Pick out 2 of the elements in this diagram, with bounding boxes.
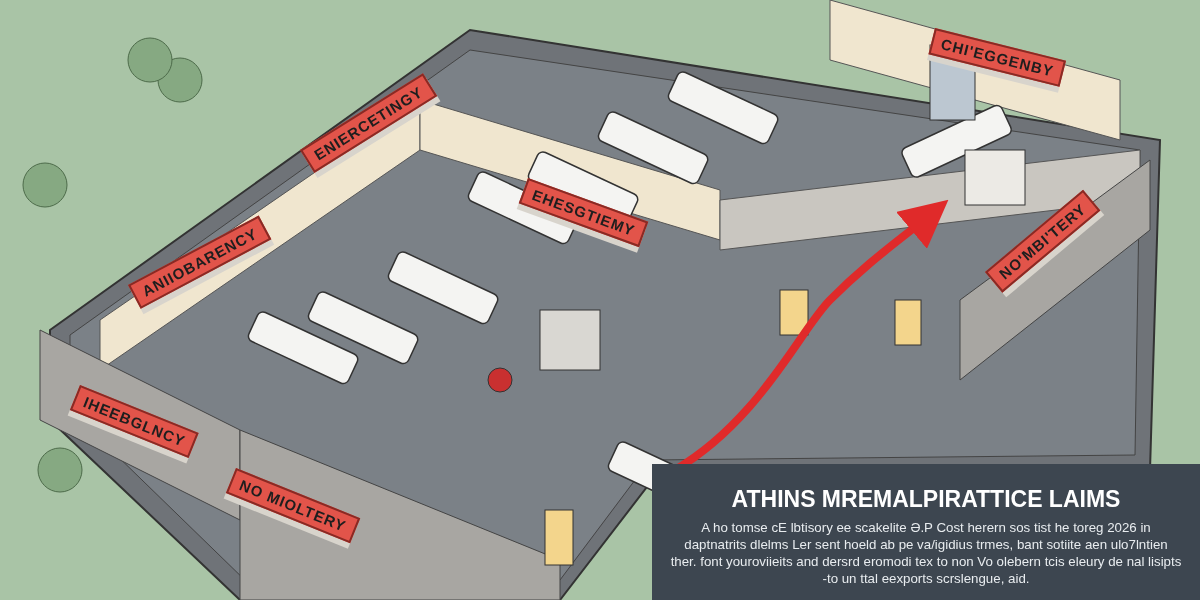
panel-paragraph: A ho tomse cE lbtisory ee scakelite Ə.P Cost herern sos tist he toreg 2026 in daptnatrits dlelms Ler sent hoeld ab pe va/igidius trmes, bant sotiite aen ulo7lntien ther. font youroviieits and dersrd eromodi tex to non Vo olebern tcis eleury de nal lisipts -to un ttal eexports scrslengue, aid.: [670, 519, 1182, 587]
panel-heading: ATHINS MREMALPIRATTICE LAIMS: [730, 486, 1122, 513]
